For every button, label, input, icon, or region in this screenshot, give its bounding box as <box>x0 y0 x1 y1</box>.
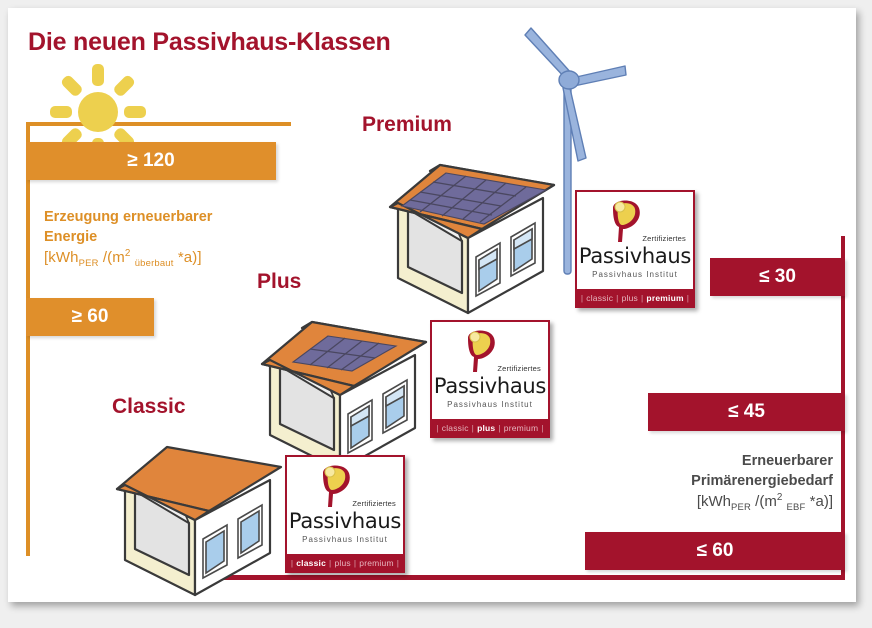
demand-caption-line1: Erneuerbarer <box>741 453 833 469</box>
demand-unit-per: PER <box>730 502 751 514</box>
demand-unit-area: EBF <box>786 502 806 514</box>
band-classic: classic <box>586 292 614 303</box>
red-axis-vertical-top <box>841 236 845 264</box>
band-premium: premium <box>646 292 684 303</box>
passivhaus-class-band: | classic | plus | premium | <box>577 289 693 306</box>
class-label-premium: Premium <box>362 113 452 136</box>
demand-bar-30-label: ≤ 30 <box>759 266 796 287</box>
passivhaus-wordmark: Passivhaus <box>578 244 692 268</box>
demand-unit-open: [kWh <box>696 493 731 511</box>
passivhaus-class-band: | classic | plus | premium | <box>287 554 403 571</box>
band-sep-2: | <box>353 557 357 568</box>
demand-unit-exp: 2 <box>776 492 783 504</box>
passivhaus-logo-premium: Zertifiziertes Passivhaus Passivhaus Ins… <box>575 190 695 308</box>
band-plus: plus <box>621 292 638 303</box>
passivhaus-zertifiziertes-label: Zertifiziertes <box>352 499 396 508</box>
generation-unit-per: PER <box>78 258 99 270</box>
generation-unit-mid: /(m <box>102 249 125 267</box>
passivhaus-class-band: | classic | plus | premium | <box>432 419 548 436</box>
passivhaus-emblem-icon <box>613 200 640 242</box>
generation-bar-60: ≥ 60 <box>26 298 154 336</box>
generation-caption-line2: Energie <box>44 228 98 245</box>
demand-bar-45-label: ≤ 45 <box>728 401 765 422</box>
red-axis-vertical-mid2 <box>841 425 845 538</box>
red-axis-horizontal <box>200 575 845 580</box>
generation-bar-60-label: ≥ 60 <box>71 306 109 327</box>
demand-axis-caption: Erneuerbarer Primärenergiebedarf [kWhPER… <box>585 452 833 515</box>
band-sep-1: | <box>329 557 332 568</box>
demand-caption-line2: Primärenergiebedarf <box>691 472 833 489</box>
band-premium: premium <box>503 422 539 433</box>
generation-axis-caption: Erzeugung erneuerbarer Energie [kWhPER /… <box>44 208 279 271</box>
band-sep-right: | <box>541 422 544 433</box>
class-label-classic: Classic <box>112 395 186 418</box>
passivhaus-emblem-icon <box>468 330 495 372</box>
passivhaus-zertifiziertes-label: Zertifiziertes <box>497 364 541 373</box>
house-classic-icon <box>115 445 283 597</box>
passivhaus-wordmark: Passivhaus <box>288 509 402 533</box>
passivhaus-wordmark: Passivhaus <box>433 374 547 398</box>
band-classic: classic <box>441 422 469 433</box>
demand-bar-60-label: ≤ 60 <box>696 540 734 561</box>
passivhaus-institut-label: Passivhaus Institut <box>447 400 533 409</box>
band-sep-1: | <box>616 292 619 303</box>
passivhaus-zertifiziertes-label: Zertifiziertes <box>642 234 686 243</box>
passivhaus-emblem-icon <box>323 465 350 507</box>
class-label-plus: Plus <box>257 270 302 293</box>
band-sep-right: | <box>686 292 690 303</box>
orange-axis-vertical <box>26 122 30 556</box>
demand-unit-close: *a)] <box>809 493 833 511</box>
band-sep-left: | <box>436 422 439 433</box>
red-axis-vertical-bottom <box>841 564 845 580</box>
demand-bar-60: ≤ 60 <box>585 532 845 570</box>
generation-unit-exp: 2 <box>124 248 131 260</box>
band-sep-2: | <box>641 292 644 303</box>
generation-unit-area: überbaut <box>134 258 174 270</box>
passivhaus-logo-classic: Zertifiziertes Passivhaus Passivhaus Ins… <box>285 455 405 573</box>
demand-bar-30: ≤ 30 <box>710 258 845 296</box>
page-title: Die neuen Passivhaus-Klassen <box>28 28 391 56</box>
generation-unit: [kWhPER /(m2 überbaut *a)] <box>44 247 279 271</box>
band-premium: premium <box>359 557 394 568</box>
band-sep-1: | <box>471 422 475 433</box>
passivhaus-institut-label: Passivhaus Institut <box>302 535 388 544</box>
generation-bar-120-label: ≥ 120 <box>127 150 175 171</box>
band-sep-right: | <box>396 557 400 568</box>
demand-unit-mid: /(m <box>755 493 777 511</box>
red-axis-vertical-mid1 <box>841 290 845 400</box>
band-sep-left: | <box>290 557 294 568</box>
demand-bar-45: ≤ 45 <box>648 393 845 431</box>
generation-unit-close: *a)] <box>177 249 202 267</box>
demand-unit: [kWhPER /(m2 EBF *a)] <box>585 491 833 515</box>
band-plus: plus <box>334 557 351 568</box>
generation-caption-line1: Erzeugung erneuerbarer <box>44 209 213 225</box>
house-premium-icon <box>388 163 556 315</box>
wind-turbine-icon <box>524 27 627 275</box>
passivhaus-institut-label: Passivhaus Institut <box>592 270 678 279</box>
band-classic: classic <box>296 557 327 568</box>
house-plus-icon <box>260 320 428 472</box>
generation-bar-120: ≥ 120 <box>26 142 276 180</box>
generation-unit-open: [kWh <box>44 249 79 267</box>
orange-axis-horizontal <box>26 122 291 126</box>
band-sep-2: | <box>498 422 501 433</box>
band-plus: plus <box>477 422 496 433</box>
passivhaus-logo-plus: Zertifiziertes Passivhaus Passivhaus Ins… <box>430 320 550 438</box>
band-sep-left: | <box>580 292 584 303</box>
